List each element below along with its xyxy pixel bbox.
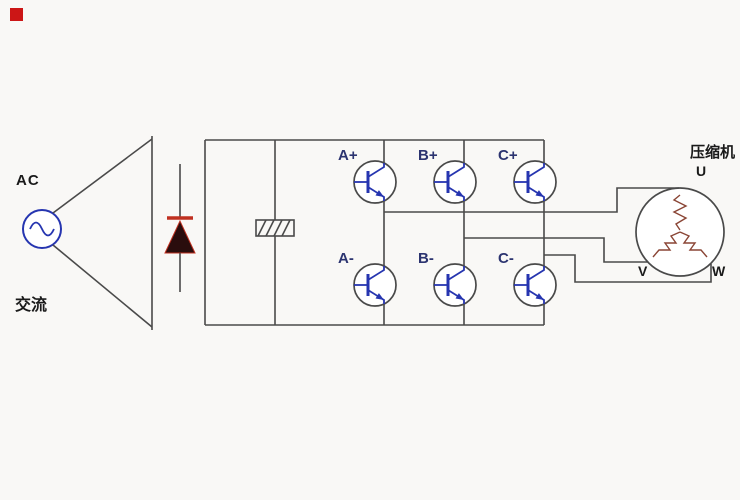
label-b-minus: B-: [418, 250, 434, 267]
rectifier-diode: [164, 164, 196, 292]
terminal-w-label: W: [712, 263, 726, 279]
label-c-plus: C+: [498, 147, 518, 164]
ac-source-symbol: [22, 136, 153, 330]
ac-caption: 交流: [15, 297, 48, 314]
ac-label: AC: [16, 172, 40, 189]
transistor-c-minus: [512, 262, 558, 308]
transistor-b-plus: [432, 159, 478, 205]
motor-windings: [652, 194, 708, 258]
diode-triangle: [164, 219, 196, 254]
motor-symbol: [635, 187, 725, 277]
motor-label: 压缩机: [690, 144, 736, 161]
label-b-plus: B+: [418, 147, 438, 164]
transistor-a-plus: [352, 159, 398, 205]
dc-bus-capacitor: [255, 140, 295, 325]
phase-w-wire: [544, 254, 712, 283]
transistor-c-plus: [512, 159, 558, 205]
watermark-square: [10, 8, 23, 21]
transistor-a-minus: [352, 262, 398, 308]
sine-wave-icon: [29, 221, 55, 237]
phase-v-wire: [464, 237, 648, 263]
label-a-minus: A-: [338, 250, 354, 267]
transistor-b-minus: [432, 262, 478, 308]
inverter-bridge-wiring: [383, 140, 712, 325]
terminal-v-label: V: [638, 263, 648, 279]
phase-u-wire: [384, 187, 679, 213]
terminal-u-label: U: [696, 163, 707, 179]
dc-bus: [204, 139, 544, 326]
label-a-plus: A+: [338, 147, 358, 164]
label-c-minus: C-: [498, 250, 514, 267]
